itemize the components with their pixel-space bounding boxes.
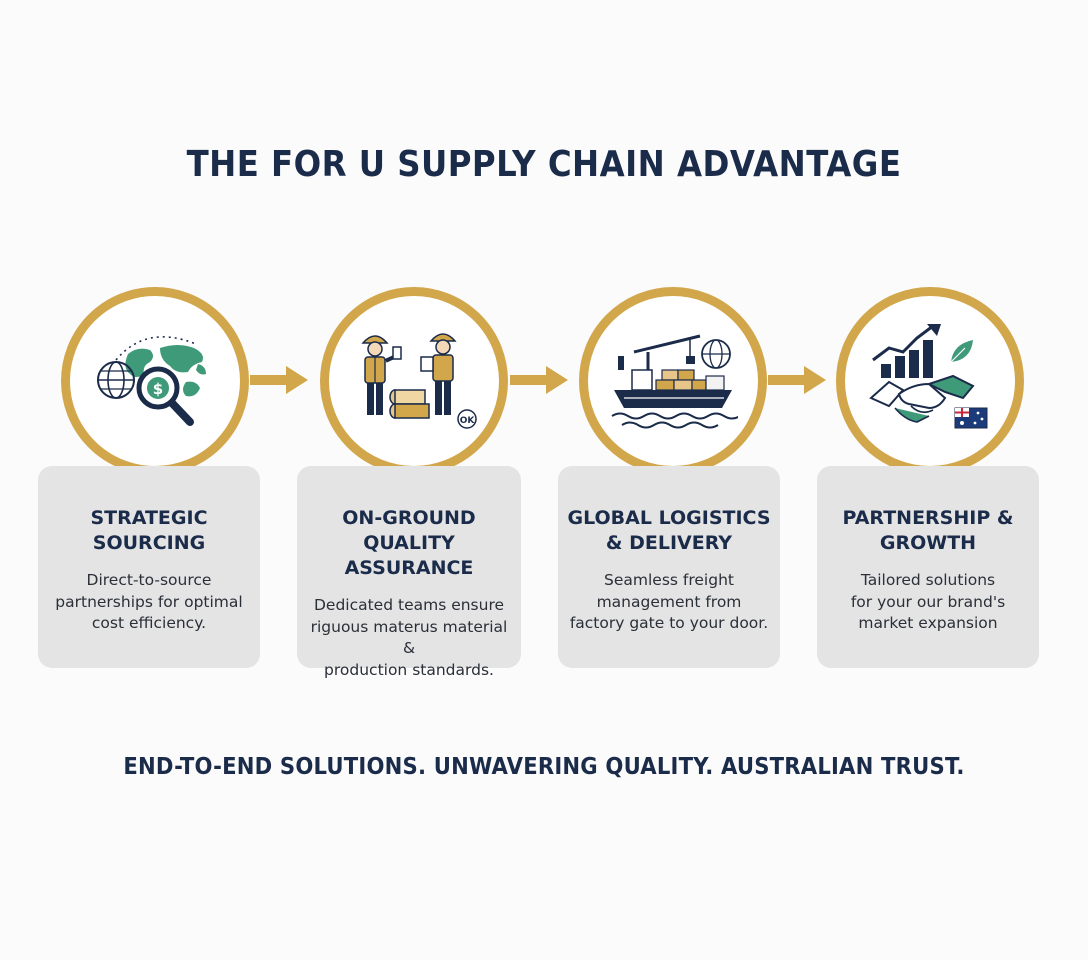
handshake-growth-icon: [869, 324, 988, 429]
quality-inspectors-icon: OK: [361, 333, 477, 429]
step-card-partnership-growth: PARTNERSHIP & GROWTH Tailored solutions …: [817, 466, 1039, 668]
step-title: GLOBAL LOGISTICS & DELIVERY: [567, 507, 771, 554]
globe-magnifier-dollar-icon: $: [97, 336, 206, 426]
arrow-right-icon: [768, 366, 826, 394]
step-description: Seamless freight management from factory…: [569, 571, 769, 632]
step-title: PARTNERSHIP & GROWTH: [842, 507, 1014, 554]
arrow-right-icon: [510, 366, 568, 394]
cargo-ship-icon: [611, 334, 738, 429]
step-title: STRATEGIC SOURCING: [90, 507, 208, 554]
svg-text:$: $: [153, 380, 163, 398]
page-title: THE FOR U SUPPLY CHAIN ADVANTAGE: [186, 144, 902, 185]
arrow-right-icon: [250, 366, 308, 394]
step-card-strategic-sourcing: STRATEGIC SOURCING Direct-to-source part…: [38, 466, 260, 668]
tagline: END-TO-END SOLUTIONS. UNWAVERING QUALITY…: [123, 754, 965, 780]
step-card-quality-assurance: ON-GROUND QUALITY ASSURANCE Dedicated te…: [297, 466, 521, 679]
step-4-circle: [836, 287, 1024, 475]
step-3-circle: [579, 287, 767, 475]
step-1-circle: $: [61, 287, 249, 475]
ok-badge: OK: [460, 416, 476, 426]
step-description: Tailored solutions for your our brand's …: [850, 571, 1006, 632]
step-description: Direct-to-source partnerships for optima…: [55, 571, 243, 632]
step-card-global-logistics: GLOBAL LOGISTICS & DELIVERY Seamless fre…: [558, 466, 780, 668]
step-title: ON-GROUND QUALITY ASSURANCE: [342, 507, 476, 579]
step-description: Dedicated teams ensure riguous materus m…: [310, 596, 508, 679]
step-2-circle: OK: [320, 287, 508, 475]
